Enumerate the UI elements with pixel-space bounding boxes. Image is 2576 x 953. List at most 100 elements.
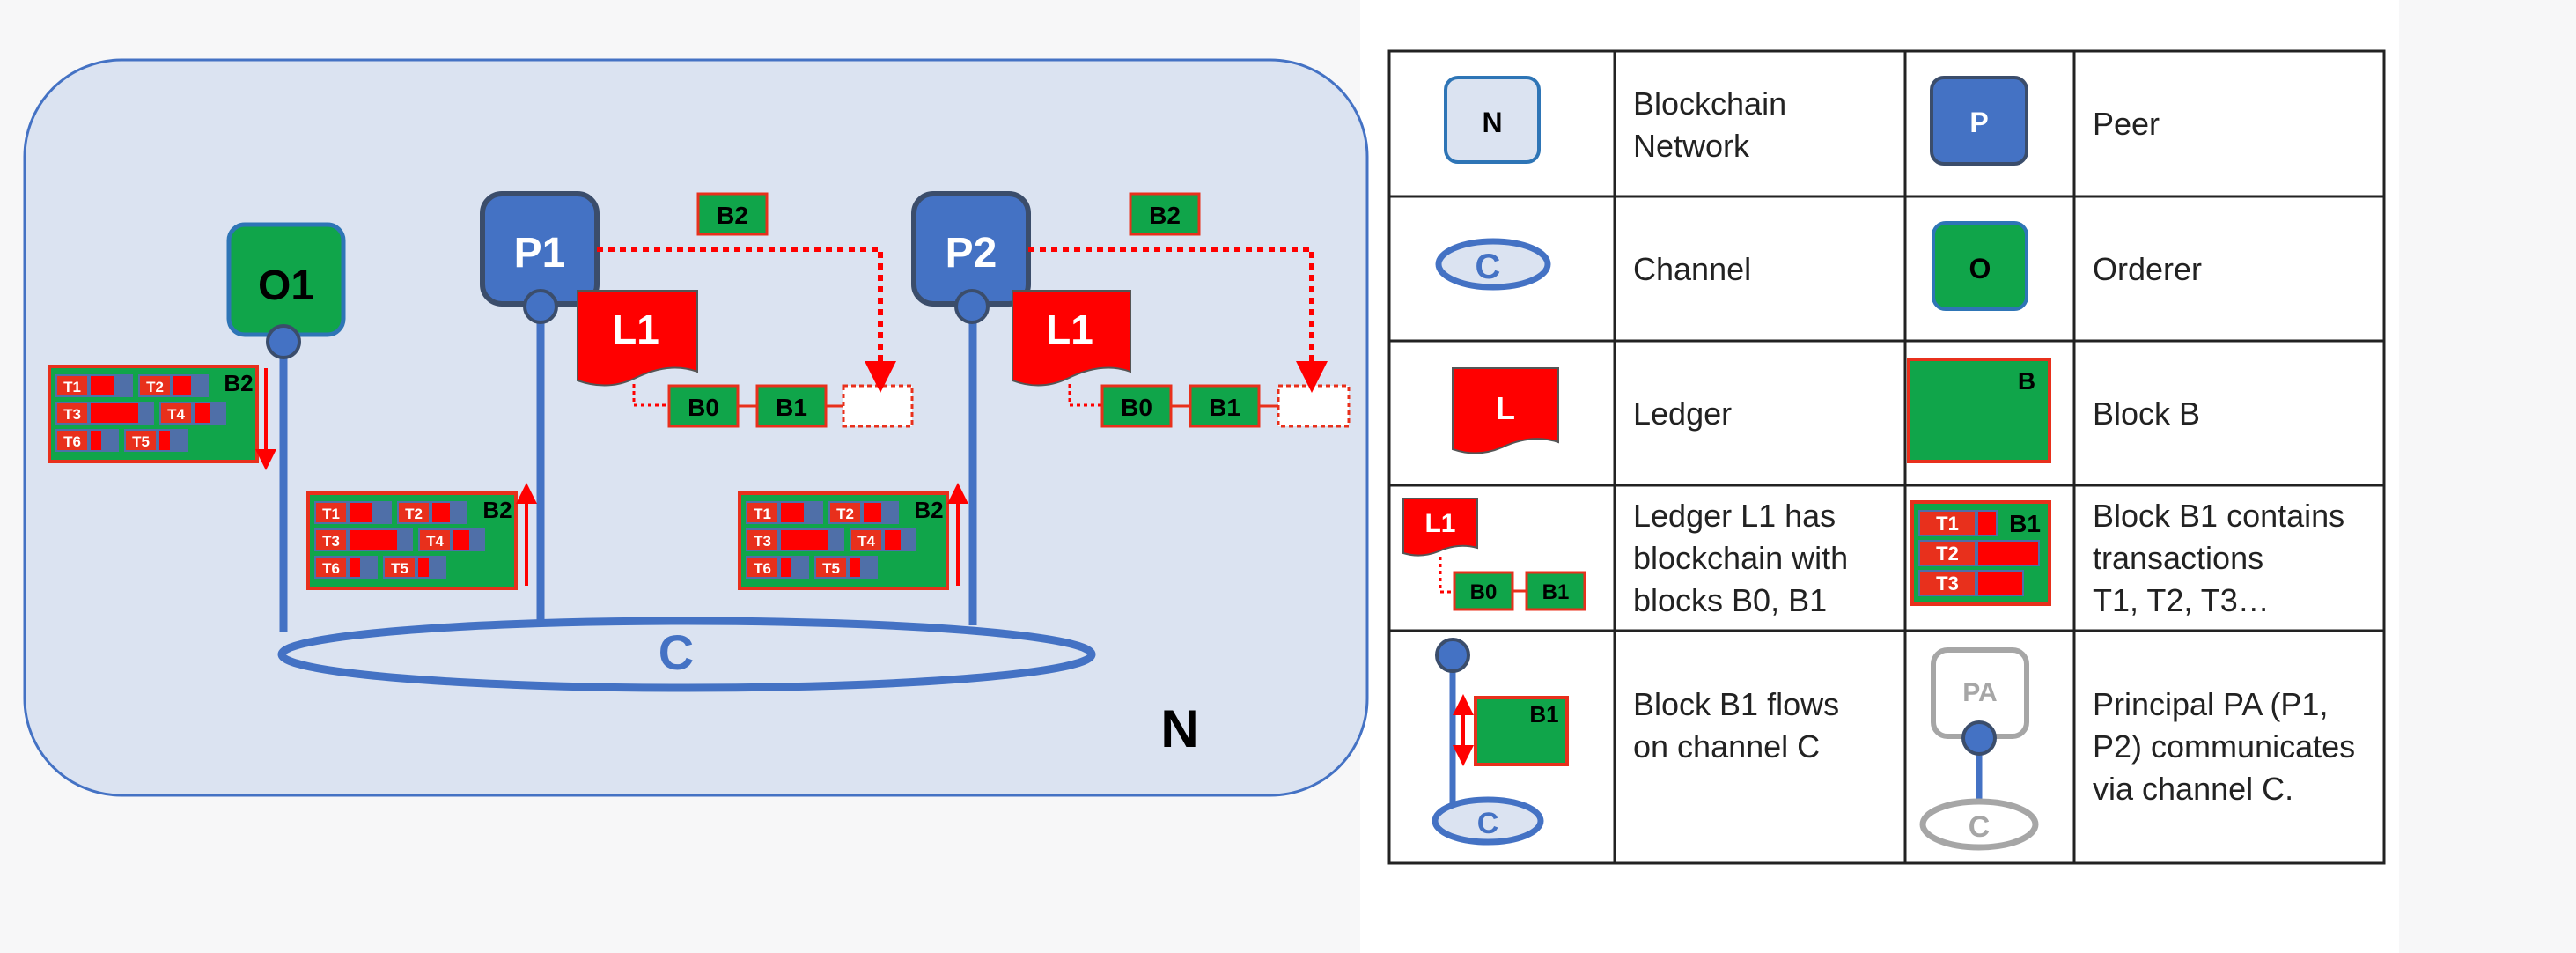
transaction-label: T6 — [322, 560, 340, 577]
transaction-payload — [212, 402, 226, 425]
legend-peer-icon-label: P — [1969, 107, 1988, 138]
transaction-label: T6 — [63, 433, 81, 450]
transaction-payload — [431, 501, 452, 524]
transaction-payload — [89, 429, 103, 452]
transaction-payload — [431, 556, 446, 579]
transaction-payload — [862, 501, 883, 524]
legend-block-tx-rows: T1 T2 T3 — [1918, 510, 2040, 596]
transaction-label: T2 — [146, 379, 164, 395]
legend-ledger-chain-b1 — [1525, 571, 1586, 611]
transaction-label: T4 — [426, 533, 444, 550]
legend-orderer-icon — [1932, 221, 2028, 311]
p1-pending-block — [696, 192, 769, 236]
legend-ledger-icon — [1452, 367, 1559, 454]
transaction-payload — [348, 528, 399, 551]
transaction-cell — [314, 501, 348, 524]
transaction-label: T4 — [857, 533, 875, 550]
legend-principal-text-2: P2) communicates — [2093, 728, 2355, 765]
transaction-payload — [374, 501, 392, 524]
legend-ledger-chain-text-3: blocks B0, B1 — [1633, 582, 1827, 618]
transaction-payload — [172, 429, 188, 452]
transaction-cell — [850, 528, 883, 551]
transaction-payload — [779, 501, 806, 524]
transaction-payload — [89, 374, 115, 397]
transaction-payload — [115, 374, 133, 397]
p2-chain-block-b0 — [1100, 384, 1173, 428]
transaction-label: T6 — [754, 560, 771, 577]
transaction-payload — [793, 556, 809, 579]
transaction-payload — [830, 528, 844, 551]
orderer-label: O1 — [258, 262, 314, 309]
transaction-label: T2 — [405, 506, 423, 522]
legend-peer-icon — [1930, 76, 2028, 166]
transaction-label: T3 — [322, 533, 340, 550]
transaction-label: T5 — [391, 560, 408, 577]
transaction-payload — [883, 501, 899, 524]
transaction-cell — [55, 374, 89, 397]
transaction-cell — [124, 429, 158, 452]
transaction-payload — [362, 556, 378, 579]
transaction-payload — [779, 528, 830, 551]
legend-channel-icon-label: C — [1476, 247, 1501, 286]
transaction-label: T5 — [132, 433, 150, 450]
transaction-payload — [416, 556, 431, 579]
p1-chain-block-b1-label: B1 — [776, 394, 807, 421]
p2-chain-block-b0-label: B0 — [1121, 394, 1152, 421]
legend-block-tx-label: B1 — [2009, 510, 2041, 537]
legend-orderer-icon-label: O — [1969, 253, 1991, 284]
transaction-cell — [138, 374, 172, 397]
legend-principal-channel-label: C — [1969, 810, 1991, 844]
peer2-label: P2 — [946, 230, 997, 277]
legend-flow-channel-label: C — [1477, 807, 1499, 840]
legend-ledger-text: Ledger — [1633, 395, 1732, 432]
legend-orderer-text: Orderer — [2093, 251, 2202, 287]
transaction-payload — [158, 429, 172, 452]
transaction-label: T3 — [754, 533, 771, 550]
legend-principal-text-3: via channel C. — [2093, 771, 2293, 807]
transaction-label: T5 — [822, 560, 840, 577]
legend-principal-icon: PA C — [1919, 647, 2039, 851]
transaction-payload — [140, 402, 154, 425]
legend-block-text: Block B — [2093, 395, 2200, 432]
legend-block-tx-row-2: T2 — [1936, 543, 1959, 565]
transaction-cell — [55, 429, 89, 452]
legend-flow-icon: C B1 — [1432, 638, 1569, 846]
legend-block-icon-label: B — [2018, 367, 2035, 395]
transaction-payload — [883, 528, 902, 551]
ledger1-label: L1 — [612, 307, 659, 352]
transaction-label: T4 — [167, 406, 185, 423]
transaction-payload — [89, 402, 140, 425]
legend-flow-block-label: B1 — [1529, 701, 1558, 728]
peer1-connector — [523, 289, 558, 324]
p1-chain-block-b0-label: B0 — [688, 394, 719, 421]
legend-flow-text-2: on channel C — [1633, 728, 1820, 765]
transaction-payload — [806, 501, 823, 524]
p1-pending-block-label: B2 — [717, 202, 748, 229]
legend-ledger-chain-ledger-label: L1 — [1424, 509, 1455, 538]
legend-principal-label: PA — [1962, 678, 1997, 707]
legend-ledger-chain-ledger-icon — [1402, 498, 1478, 557]
legend-peer-text: Peer — [2093, 106, 2160, 142]
legend-channel-icon — [1435, 238, 1551, 291]
transaction-cell — [314, 556, 348, 579]
transaction-cell — [159, 402, 193, 425]
transaction-cell — [814, 556, 848, 579]
transaction-label: T1 — [63, 379, 81, 395]
legend-flow-text-1: Block B1 flows — [1633, 686, 1839, 722]
transaction-payload — [103, 429, 119, 452]
channel-c: C — [277, 617, 1096, 692]
transaction-cell — [397, 501, 431, 524]
legend-ledger-icon-label: L — [1496, 390, 1515, 426]
transaction-payload — [848, 556, 862, 579]
p2-chain-next-slot — [1277, 384, 1351, 428]
p1-chain-next-slot — [842, 384, 914, 428]
orderer-connector — [266, 324, 301, 359]
legend-network-icon — [1444, 76, 1541, 164]
orderer-b2-block-label: B2 — [224, 370, 253, 396]
transaction-cell — [746, 528, 779, 551]
legend-network-text-1: Blockchain — [1633, 85, 1786, 122]
ledger-p1: L1 B0 B1 B2 — [577, 192, 914, 428]
transaction-payload — [471, 528, 485, 551]
